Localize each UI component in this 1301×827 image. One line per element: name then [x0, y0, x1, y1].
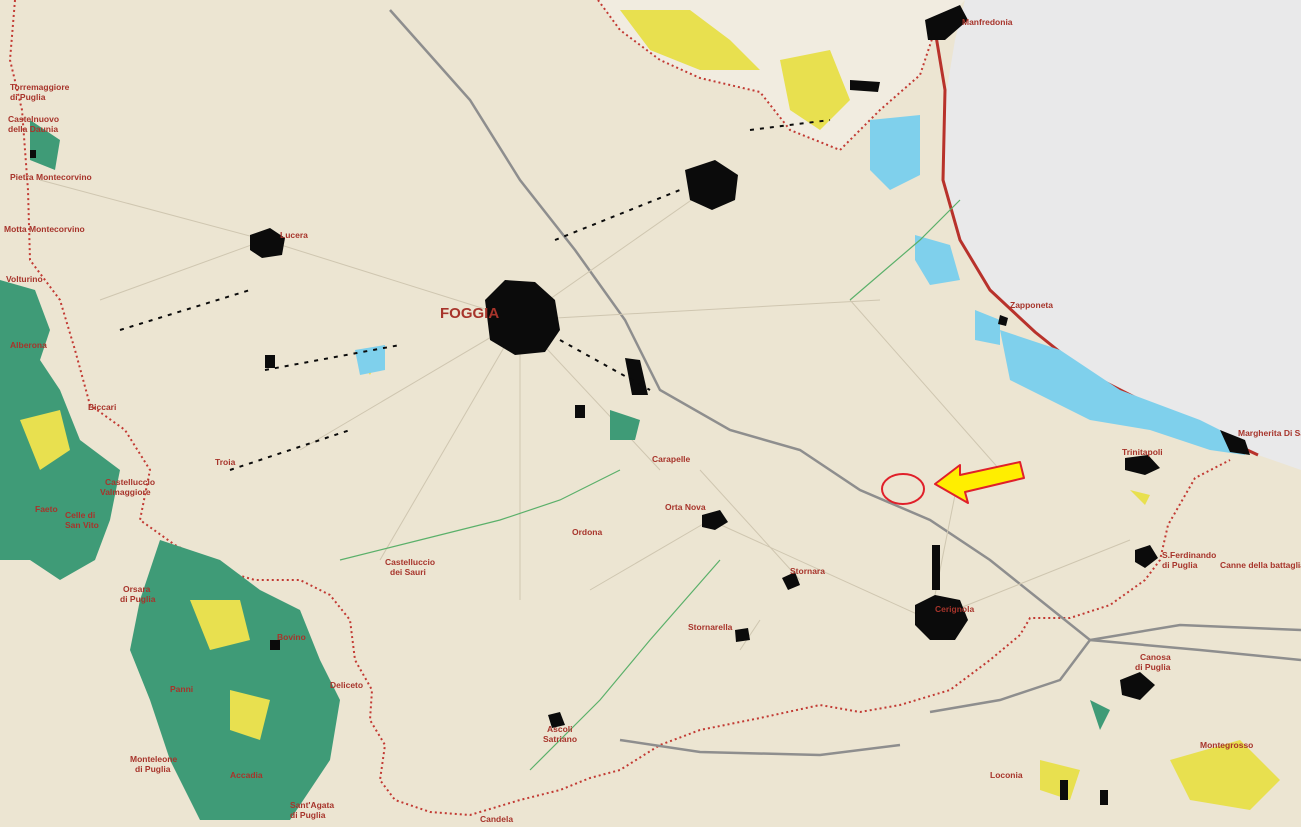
label-ortanova: Orta Nova: [665, 502, 706, 512]
label-deliceto: Deliceto: [330, 680, 363, 690]
label-orsara-1: Orsara: [123, 584, 151, 594]
label-ordona: Ordona: [572, 527, 602, 537]
label-trinitapoli: Trinitapoli: [1122, 447, 1163, 457]
urban-sanferdinando: [1135, 545, 1158, 568]
place-labels: FOGGIA Manfredonia Lucera Zapponeta Marg…: [4, 17, 1301, 824]
label-castelnuovo-1: Castelnuovo: [8, 114, 59, 124]
label-stornarella: Stornarella: [688, 622, 733, 632]
urban-margherita: [1220, 430, 1250, 455]
water-bodies: [355, 115, 1245, 455]
label-ascoli-2: Satriano: [543, 734, 577, 744]
label-ferdinando-1: S.Ferdinando: [1162, 550, 1216, 560]
label-manfredonia: Manfredonia: [962, 17, 1013, 27]
urban-ortanova: [702, 510, 728, 530]
crop-yellow-patches: [20, 10, 1280, 810]
label-castelnuovo-2: della Daunia: [8, 124, 58, 134]
label-santagata-2: di Puglia: [290, 810, 326, 820]
label-monteleone-1: Monteleone: [130, 754, 177, 764]
urban-canosa: [1120, 672, 1155, 700]
label-carapelle: Carapelle: [652, 454, 691, 464]
urban-foggia: [485, 280, 560, 355]
label-torremaggiore-2: di Puglia: [10, 92, 46, 102]
label-canne: Canne della battaglia: [1220, 560, 1301, 570]
label-alberona: Alberona: [10, 340, 47, 350]
label-loconia: Loconia: [990, 770, 1023, 780]
label-ferdinando-2: di Puglia: [1162, 560, 1198, 570]
urban-cerignola-north: [932, 545, 940, 590]
urban-airport: [685, 160, 738, 210]
label-cerignola: Cerignola: [935, 604, 974, 614]
urban-manfredonia: [925, 5, 968, 40]
urban-cerignola: [915, 595, 968, 640]
label-bovino: Bovino: [277, 632, 306, 642]
label-accadia: Accadia: [230, 770, 263, 780]
label-celle-1: Celle di: [65, 510, 95, 520]
label-montegrosso: Montegrosso: [1200, 740, 1253, 750]
urban-trinitapoli: [1125, 455, 1160, 475]
urban-industrial: [625, 358, 648, 395]
label-pietra: Pietra Montecorvino: [10, 172, 92, 182]
label-monteleone-2: di Puglia: [135, 764, 171, 774]
label-biccari: Biccari: [88, 402, 116, 412]
label-torremaggiore-1: Torremaggiore: [10, 82, 70, 92]
label-castelluccio-v-2: Valmaggiore: [100, 487, 151, 497]
rivers: [339, 199, 961, 771]
label-margherita: Margherita Di Savoia: [1238, 428, 1301, 438]
label-orsara-2: di Puglia: [120, 594, 156, 604]
label-castelluccio-v-1: Castelluccio: [105, 477, 155, 487]
urban-manfredonia-ind: [850, 80, 880, 92]
label-ascoli-1: Ascoli: [547, 724, 573, 734]
urban-lucera: [250, 228, 285, 258]
minor-roads: [39, 179, 1131, 651]
urban-areas: [30, 5, 1250, 805]
strip-settlements: [119, 119, 831, 471]
label-troia: Troia: [215, 457, 236, 467]
label-stornara: Stornara: [790, 566, 825, 576]
label-celle-2: San Vito: [65, 520, 99, 530]
location-arrow-icon: [934, 461, 1025, 504]
label-candela: Candela: [480, 814, 513, 824]
railway-lines: [389, 9, 1301, 757]
label-canosa-1: Canosa: [1140, 652, 1171, 662]
label-motta: Motta Montecorvino: [4, 224, 85, 234]
urban-stornara: [782, 572, 800, 590]
label-foggia: FOGGIA: [440, 305, 499, 322]
label-zapponeta: Zapponeta: [1010, 300, 1053, 310]
label-castelluccio-sauri-2: dei Sauri: [390, 567, 426, 577]
label-castelluccio-sauri-1: Castelluccio: [385, 557, 435, 567]
label-lucera: Lucera: [280, 230, 308, 240]
label-volturino: Volturino: [6, 274, 43, 284]
label-panni: Panni: [170, 684, 193, 694]
label-santagata-1: Sant'Agata: [290, 800, 334, 810]
urban-stornarella: [735, 628, 750, 642]
location-marker-circle: [881, 473, 925, 505]
label-faeto: Faeto: [35, 504, 58, 514]
label-canosa-2: di Puglia: [1135, 662, 1171, 672]
gargano-boundary: [597, 0, 936, 152]
